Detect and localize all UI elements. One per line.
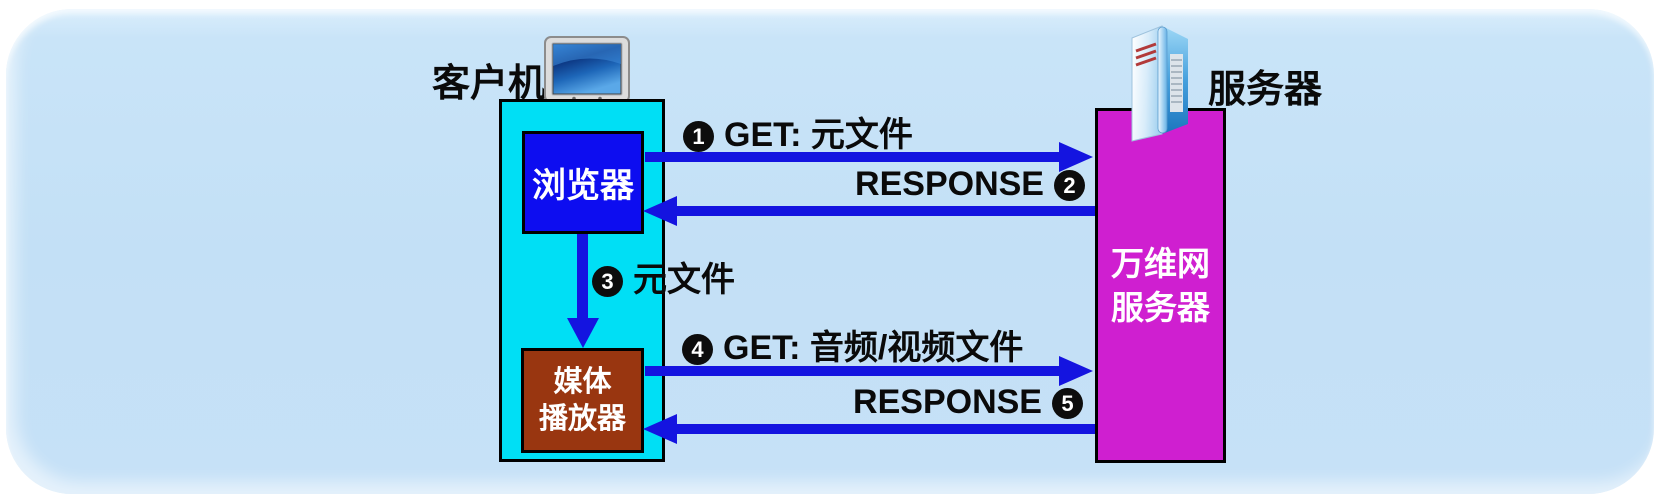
arrow-left-head-icon	[643, 196, 677, 226]
arrow-left-head-icon	[643, 414, 677, 444]
arrow-get-metafile	[645, 142, 1093, 172]
browser-box: 浏览器	[522, 131, 644, 234]
step-4-badge: 4	[682, 334, 713, 365]
step-4-text: GET: 音频/视频文件	[723, 329, 1024, 367]
arrow-right-head-icon	[1059, 356, 1093, 386]
step-2-badge: 2	[1054, 170, 1085, 201]
background-panel	[6, 9, 1654, 494]
step-2-text: RESPONSE	[855, 165, 1044, 203]
step-2-label: RESPONSE 2	[643, 165, 1085, 204]
arrow-pass-metafile-shaft	[577, 234, 588, 322]
arrow-get-metafile-shaft	[645, 152, 1063, 162]
server-icon	[1131, 25, 1188, 142]
arrow-response-media-shaft	[673, 424, 1095, 434]
arrow-pass-metafile	[567, 234, 599, 348]
step-5-badge: 5	[1052, 388, 1083, 419]
web-server-label-line2: 服务器	[1111, 288, 1210, 326]
web-server-label-line1: 万维网	[1111, 244, 1210, 282]
step-1-text: GET: 元文件	[724, 116, 913, 154]
arrow-down-head-icon	[567, 318, 599, 348]
step-1-label: 1 GET: 元文件	[683, 107, 913, 156]
arrow-right-head-icon	[1059, 142, 1093, 172]
step-3-label: 3 元文件	[592, 252, 735, 301]
arrow-response-metafile	[643, 196, 1095, 226]
step-3-text: 元文件	[633, 261, 735, 299]
media-player-label-line1: 媒体	[553, 365, 612, 398]
server-label: 服务器	[1208, 69, 1323, 111]
step-5-label: RESPONSE 5	[643, 383, 1083, 422]
media-player-label-line2: 播放器	[538, 402, 626, 435]
arrow-response-media	[643, 414, 1095, 444]
step-4-label: 4 GET: 音频/视频文件	[682, 320, 1023, 369]
browser-label: 浏览器	[532, 167, 634, 205]
step-5-text: RESPONSE	[853, 383, 1042, 421]
arrow-get-media	[645, 356, 1093, 386]
media-player-box: 媒体 播放器	[521, 348, 644, 453]
web-server-box: 万维网 服务器	[1095, 108, 1226, 463]
arrow-get-media-shaft	[645, 366, 1063, 376]
step-3-badge: 3	[592, 266, 623, 297]
client-label: 客户机	[432, 63, 547, 105]
arrow-response-metafile-shaft	[673, 206, 1095, 216]
step-1-badge: 1	[683, 121, 714, 152]
